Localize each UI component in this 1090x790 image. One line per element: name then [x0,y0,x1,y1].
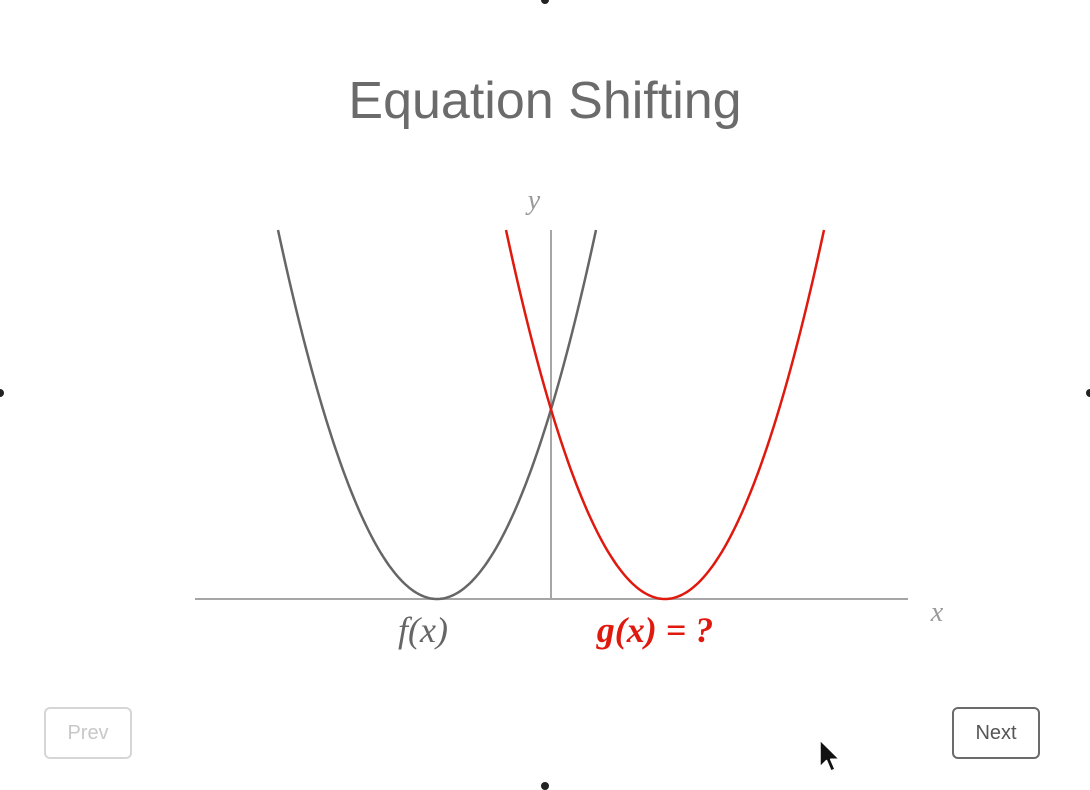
next-button[interactable]: Next [952,707,1040,759]
f-curve [276,229,598,601]
resize-handle-left[interactable] [0,389,4,397]
g-function-label: g(x) = ? [596,610,714,650]
page-title: Equation Shifting [348,72,742,130]
y-axis-label: y [525,185,541,216]
resize-handle-bottom[interactable] [541,782,549,790]
function-graph: y x f(x) g(x) = ? [195,185,944,650]
resize-handle-right[interactable] [1086,389,1090,397]
resize-handle-top[interactable] [541,0,549,4]
f-function-label: f(x) [398,610,448,650]
mouse-pointer-icon [819,739,841,772]
g-curve [504,229,826,601]
x-axis-label: x [930,597,944,628]
prev-button[interactable]: Prev [44,707,132,759]
